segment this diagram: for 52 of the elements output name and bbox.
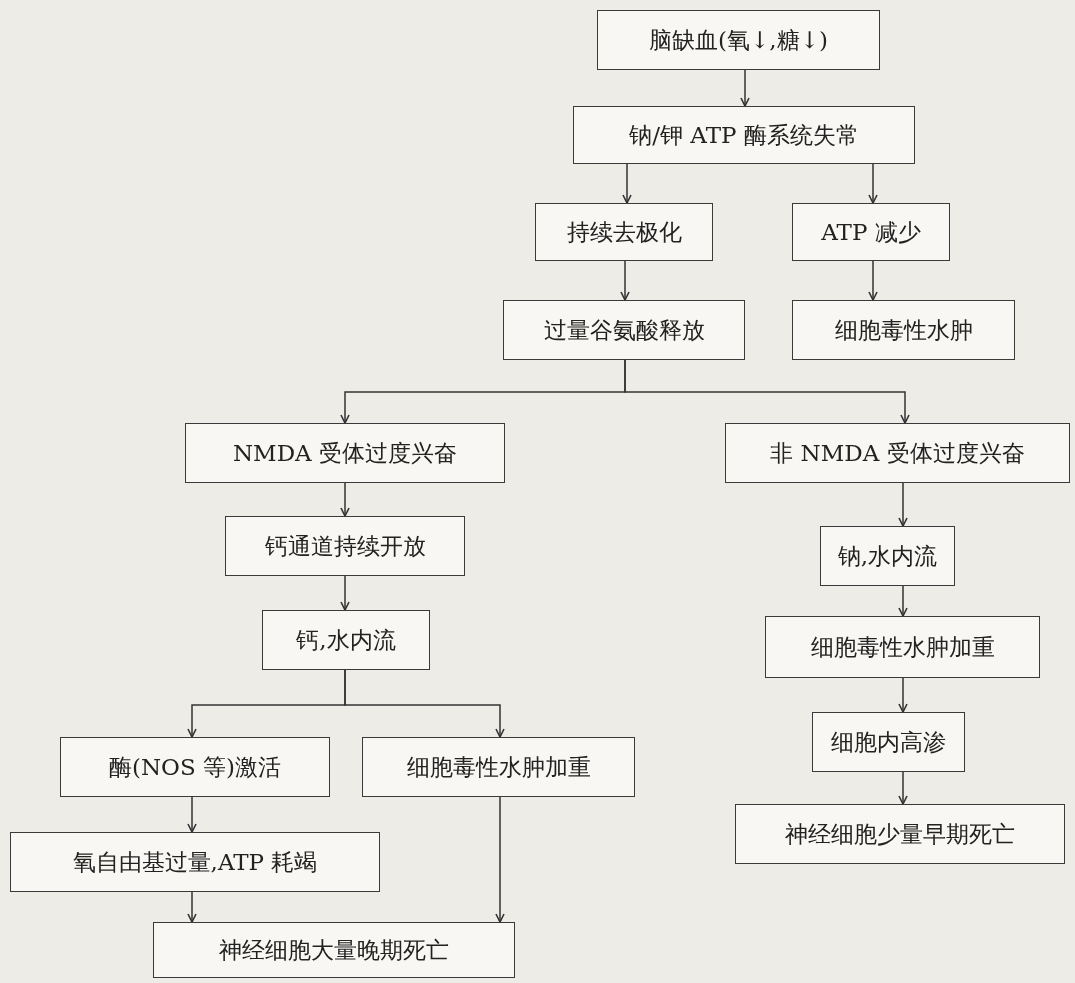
box-label: 钠,水内流	[837, 541, 938, 571]
process-box	[735, 804, 1065, 864]
box-label: 细胞毒性水肿加重	[406, 752, 591, 782]
arrow	[622, 163, 632, 204]
box-label: 过量谷氨酸释放	[543, 315, 705, 345]
box-label: 非 NMDA 受体过度兴奋	[770, 438, 1025, 468]
arrow	[740, 69, 750, 107]
process-box	[503, 300, 745, 360]
process-box	[820, 526, 955, 586]
process-box	[792, 300, 1015, 360]
process-box	[225, 516, 465, 576]
box-label: 细胞毒性水肿加重	[810, 632, 995, 662]
process-box	[597, 10, 880, 70]
process-box	[573, 106, 915, 164]
process-box	[812, 712, 965, 772]
box-label: 神经细胞少量早期死亡	[785, 819, 1015, 849]
box-label: NMDA 受体过度兴奋	[232, 438, 457, 468]
box-label: 酶(NOS 等)激活	[109, 752, 281, 782]
arrow	[898, 677, 908, 713]
process-box	[765, 616, 1040, 678]
box-label: 持续去极化	[566, 217, 682, 247]
arrow	[898, 585, 908, 617]
box-label: 钙通道持续开放	[264, 531, 426, 561]
arrow	[868, 260, 878, 301]
process-box	[725, 423, 1070, 483]
box-label: 钠/钾 ATP 酶系统失常	[629, 120, 859, 150]
process-box	[185, 423, 505, 483]
arrow	[495, 796, 505, 923]
box-label: ATP 减少	[821, 217, 921, 247]
box-label: 细胞内高渗	[831, 727, 946, 757]
arrow	[898, 482, 908, 527]
process-box	[60, 737, 330, 797]
process-box	[362, 737, 635, 797]
box-label: 钙,水内流	[296, 625, 396, 655]
arrow	[340, 482, 350, 517]
arrow	[187, 796, 197, 833]
process-box	[10, 832, 380, 892]
arrow	[898, 771, 908, 805]
arrow	[340, 575, 350, 611]
arrow	[868, 163, 878, 204]
process-box	[792, 203, 950, 261]
process-box	[153, 922, 515, 978]
arrow	[620, 260, 630, 301]
process-box	[262, 610, 430, 670]
arrow	[344, 669, 505, 738]
box-label: 细胞毒性水肿	[834, 315, 973, 345]
box-label: 脑缺血(氧↓,糖↓)	[649, 25, 828, 55]
arrow	[624, 359, 910, 424]
arrow	[187, 891, 197, 923]
process-box	[535, 203, 713, 261]
box-label: 神经细胞大量晚期死亡	[219, 935, 449, 965]
box-label: 氧自由基过量,ATP 耗竭	[72, 847, 318, 877]
